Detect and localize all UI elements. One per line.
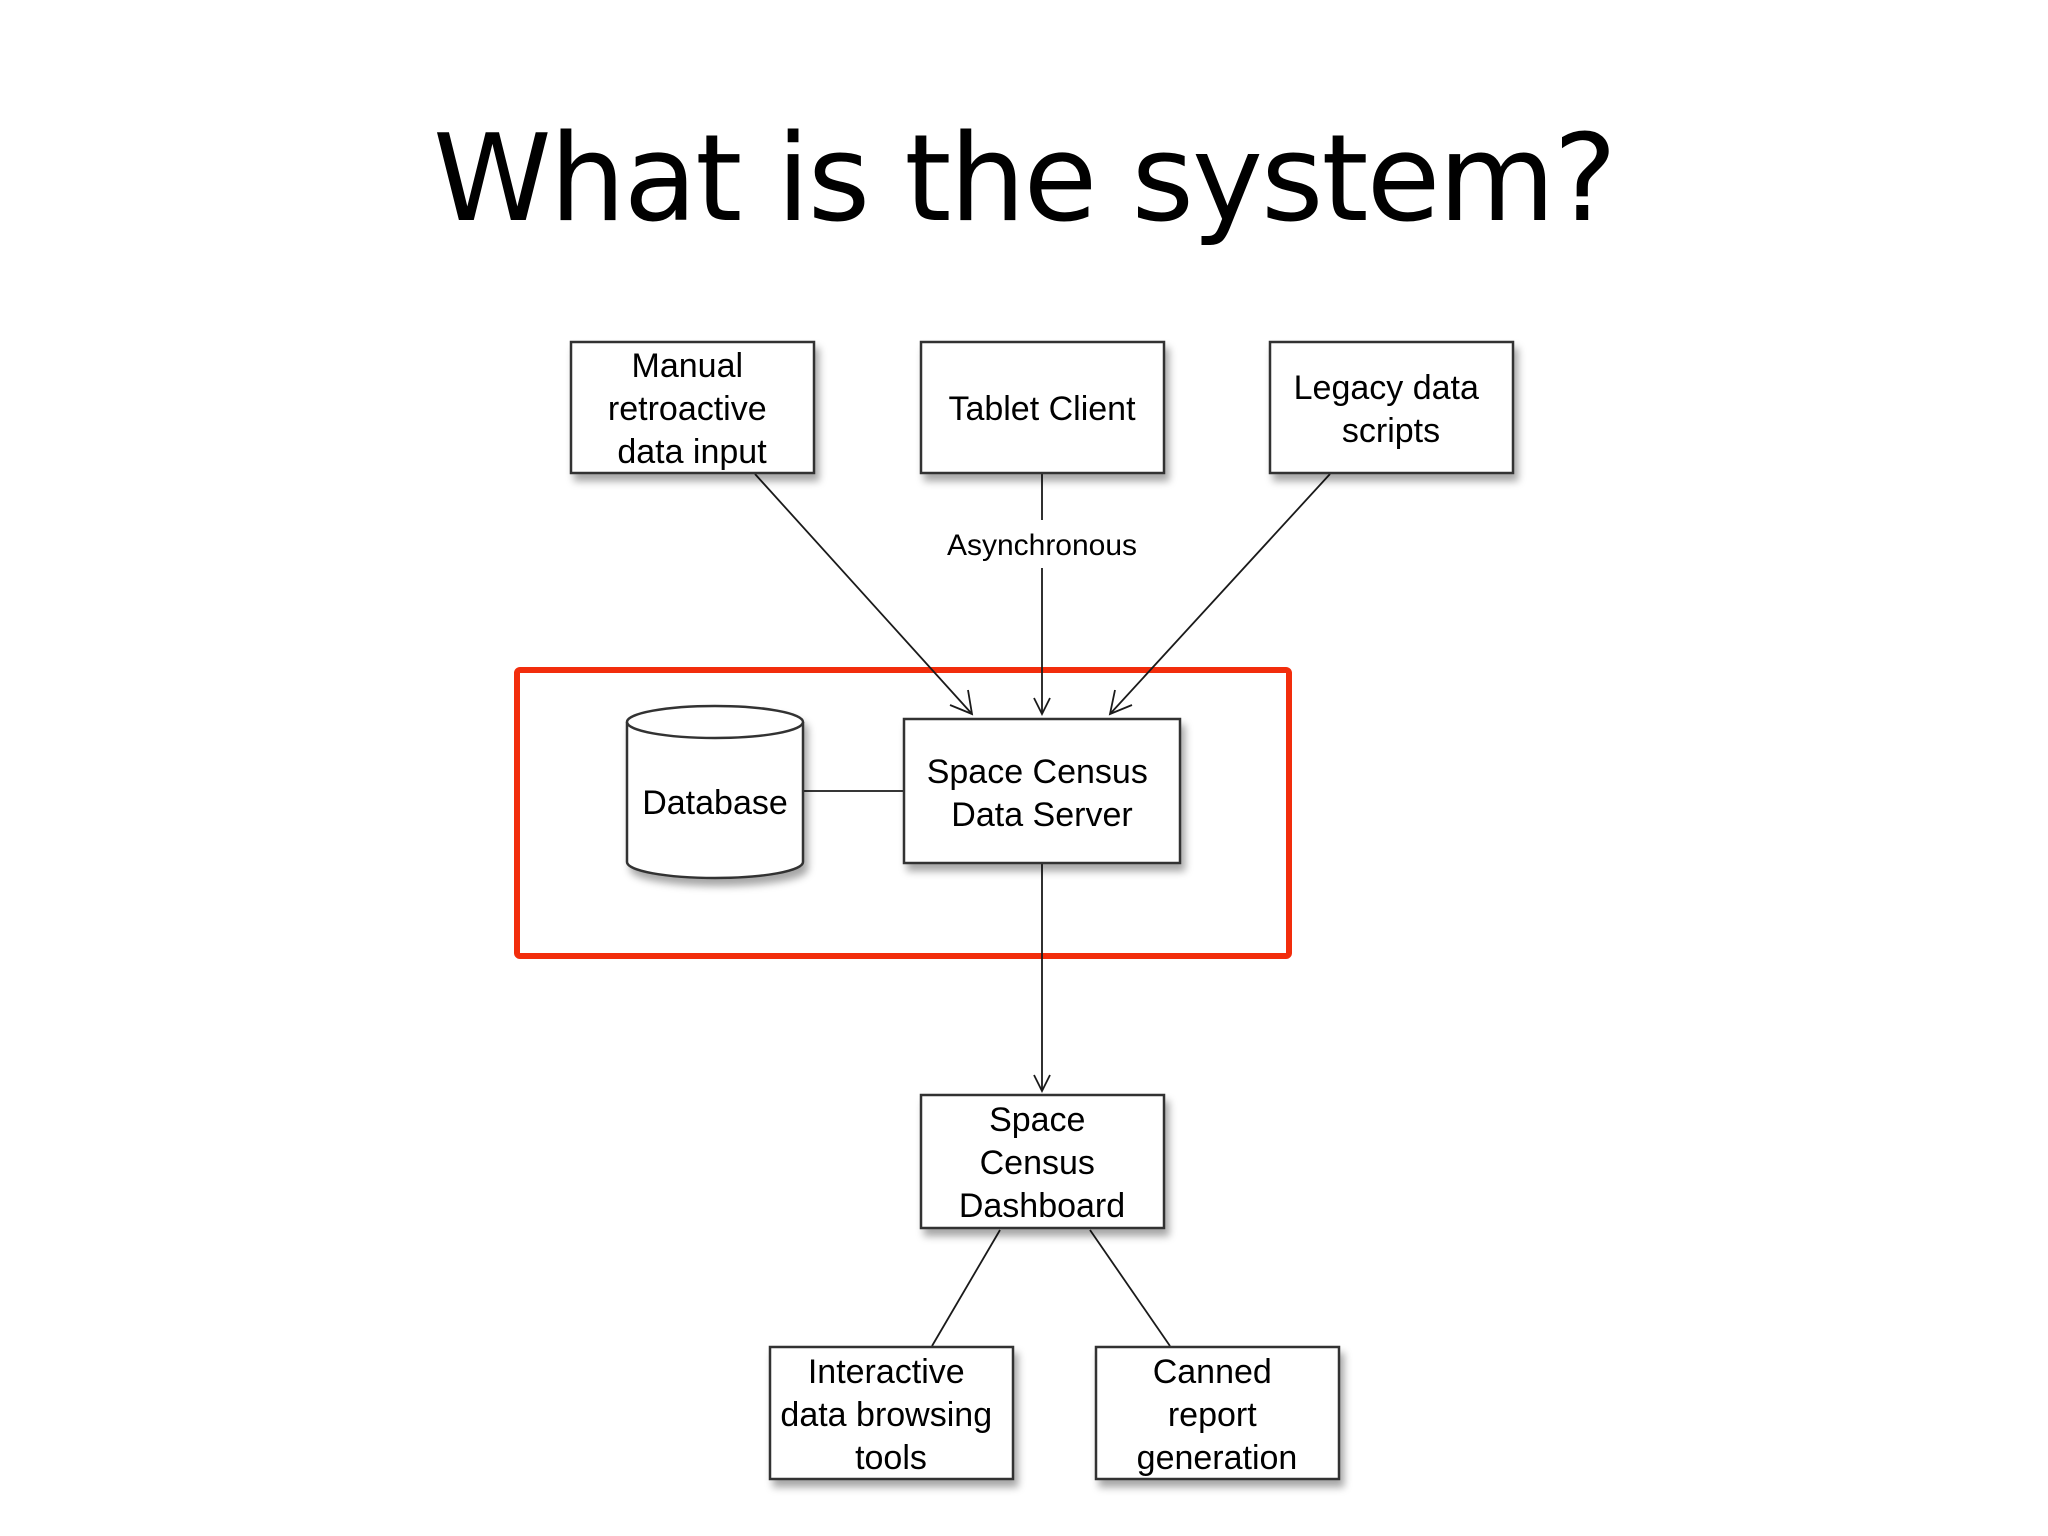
- connector-manual-to-server: [754, 473, 973, 715]
- svg-text:Interactive data browsin: Interactive data browsing tools: [780, 1353, 1001, 1477]
- connector-dashboard-to-report: [1089, 1229, 1171, 1347]
- edge-label-background: [930, 522, 1154, 566]
- node-manual-input-line-2: retroactive: [608, 390, 767, 428]
- node-dashboard-line-3: Dashboard: [959, 1187, 1125, 1225]
- connector-dashboard-to-browsing: [931, 1229, 1001, 1347]
- arrowhead-legacy-to-server: [1108, 689, 1133, 716]
- arrowhead-server-to-dashboard: [1033, 1074, 1051, 1094]
- arrowhead-manual-to-server: [949, 689, 974, 716]
- svg-text:Tablet Client: Tablet Client: [948, 390, 1136, 428]
- node-manual-input-line-1: Manual: [632, 347, 744, 385]
- node-dashboard-line-1: Space: [989, 1101, 1085, 1139]
- slide-title: What is the system?: [432, 110, 1617, 249]
- node-legacy-scripts-line-2: scripts: [1342, 412, 1440, 450]
- connector-legacy-to-server: [1109, 473, 1331, 715]
- node-database-label: Database: [642, 784, 788, 822]
- system-boundary-highlight: [514, 667, 1292, 959]
- node-browsing-tools-line-3: tools: [855, 1439, 927, 1477]
- svg-text:Legacy data scripts: Legacy data scripts: [1294, 369, 1489, 450]
- node-data-server-line-1: Space Census: [927, 753, 1148, 791]
- node-data-server-line-2: Data Server: [951, 796, 1132, 834]
- edge-label-asynchronous: Asynchronous: [947, 529, 1137, 562]
- node-legacy-scripts-line-1: Legacy data: [1294, 369, 1479, 407]
- node-legacy-scripts: Legacy data scripts: [1268, 340, 1515, 475]
- svg-text:Space Census Dashb: Space Census Dashboard: [959, 1101, 1125, 1225]
- node-dashboard: Space Census Dashboard: [919, 1093, 1166, 1230]
- node-tablet-client-line-1: Tablet Client: [948, 390, 1136, 428]
- svg-text:Database: Database: [642, 784, 788, 822]
- node-data-server: Space Census Data Server: [902, 717, 1182, 865]
- svg-text:Space Census Data Server: Space Census Data Server: [927, 753, 1158, 834]
- node-browsing-tools-line-2: data browsing: [780, 1396, 992, 1434]
- node-report-generation: Canned report generation: [1094, 1345, 1341, 1481]
- node-browsing-tools-line-1: Interactive: [808, 1353, 965, 1391]
- arrowhead-tablet-to-server: [1033, 697, 1051, 717]
- node-dashboard-line-2: Census: [980, 1144, 1095, 1182]
- database-cylinder-top: [625, 704, 805, 740]
- svg-text:Manual retroactive: Manual retroactive data input: [608, 347, 776, 471]
- node-manual-input-line-3: data input: [617, 433, 767, 471]
- node-report-generation-line-1: Canned: [1153, 1353, 1272, 1391]
- database-cylinder-body: [625, 722, 805, 880]
- node-database: [625, 704, 805, 880]
- svg-text:Canned report gene: Canned report generation: [1137, 1353, 1298, 1477]
- node-tablet-client: Tablet Client: [919, 340, 1166, 475]
- node-browsing-tools: Interactive data browsing tools: [768, 1345, 1015, 1481]
- node-manual-input: Manual retroactive data input: [569, 340, 816, 475]
- node-report-generation-line-3: generation: [1137, 1439, 1298, 1477]
- node-report-generation-line-2: report: [1168, 1396, 1257, 1434]
